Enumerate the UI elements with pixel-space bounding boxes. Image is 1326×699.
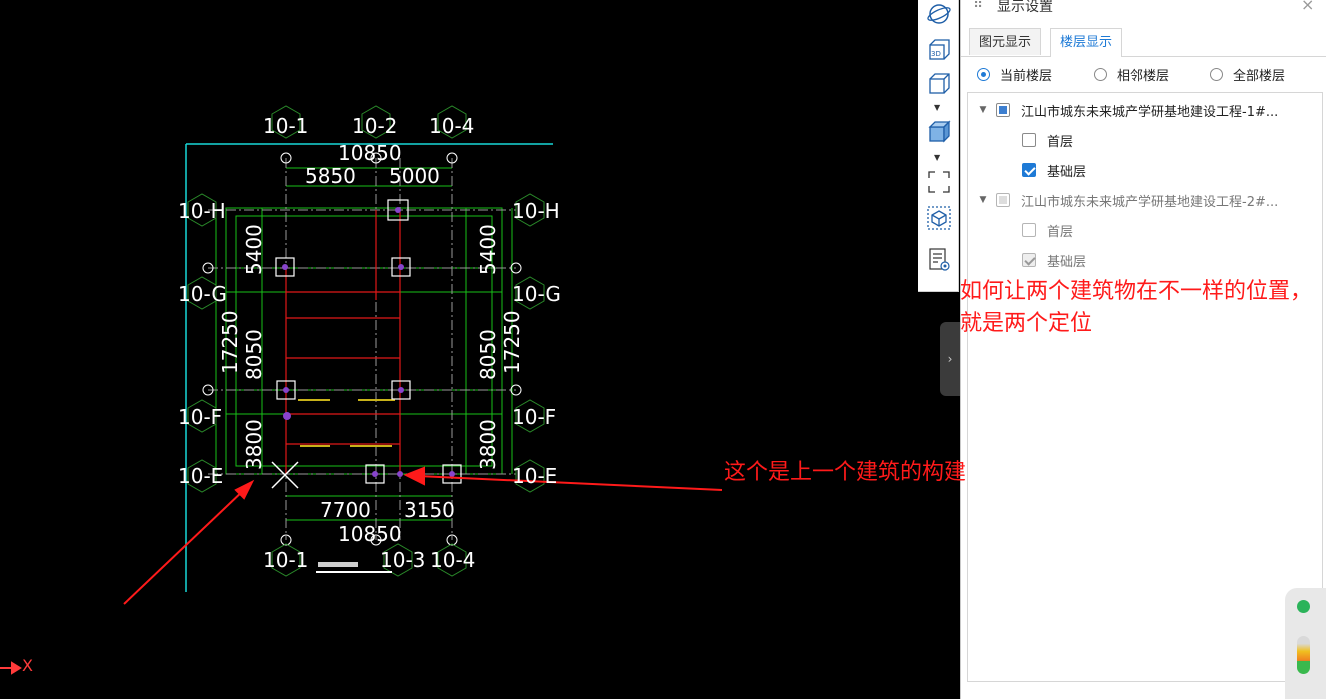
radio-label: 全部楼层 [1233,68,1286,84]
radio-button[interactable] [1210,67,1223,81]
radio-current-floor[interactable]: 当前楼层 [977,64,1052,84]
dim-bottom-b: 3150 [404,498,455,522]
axis-top-1: 10-1 [263,114,308,138]
dim-bottom-a: 7700 [320,498,371,522]
drag-handle-icon[interactable]: ⠿ [973,0,983,12]
status-widget[interactable] [1285,588,1326,699]
origin-axis-x [0,661,22,675]
view-3d-icon[interactable]: 3D [926,38,952,62]
checkbox[interactable] [1022,133,1036,147]
checkbox[interactable] [1022,223,1036,237]
radio-button[interactable] [1094,67,1107,81]
axis-hexagons [187,105,545,577]
status-dot-icon [1297,600,1310,613]
radio-all-floors[interactable]: 全部楼层 [1210,64,1285,84]
axis-top-3: 10-4 [429,114,474,138]
tab-element-display[interactable]: 图元显示 [969,28,1042,55]
dim-top-a: 5850 [305,164,356,188]
checkbox[interactable] [996,103,1010,117]
component-cube-icon[interactable] [926,206,952,230]
tree-floor-foundation-2[interactable]: 基础层 [1022,249,1086,271]
axis-right-2: 10-G [512,282,561,306]
dim-left-b: 8050 [242,329,266,380]
axis-bubbles [202,152,522,546]
panel-collapse-handle[interactable]: › [940,322,960,396]
box-view-icon[interactable] [926,72,952,96]
dim-left-c: 3800 [242,419,266,470]
cyan-boundary [185,143,553,592]
dim-right-c: 3800 [476,419,500,470]
radio-adjacent-floor[interactable]: 相邻楼层 [1094,64,1169,84]
fit-view-icon[interactable] [926,170,952,194]
tree-label: 首层 [1047,134,1074,150]
insertion-point-cross [271,461,299,489]
radio-label: 当前楼层 [1000,68,1053,84]
checkbox[interactable] [996,193,1010,207]
dim-right-b: 8050 [476,329,500,380]
dimension-labels: 10850 5850 5000 7700 3150 10850 5400 805… [218,141,524,546]
tree-floor-first-2[interactable]: 首层 [1022,219,1073,241]
drawing-label-bar [316,562,392,573]
dim-left-total: 17250 [218,310,242,374]
axis-right-3: 10-F [512,405,556,429]
checkbox[interactable] [1022,163,1036,177]
panel-tabs: 图元显示 楼层显示 [961,26,1326,57]
red-arrows [123,466,723,605]
radio-button[interactable] [977,67,990,81]
tree-label: 江山市城东未来城产学研基地建设工程-2#... [1021,194,1279,210]
expand-arrow-icon[interactable]: ▼ [979,195,987,205]
axis-left-4: 10-E [178,464,223,488]
dim-top-b: 5000 [389,164,440,188]
tree-floor-foundation-1[interactable]: 基础层 [1022,159,1086,181]
cad-canvas[interactable]: 10-1 10-2 10-4 10-1 10-3 10-4 10-H 10-G … [0,0,960,699]
columns [275,199,462,484]
view-toolbar: 3D ▼ ▼ [918,0,959,292]
axis-bottom-2: 10-3 [380,548,425,572]
chevron-down-icon[interactable]: ▼ [934,103,941,112]
tree-label: 基础层 [1047,254,1087,270]
checkbox[interactable] [1022,253,1036,267]
dim-right-total: 17250 [500,310,524,374]
axis-right-4: 10-E [512,464,557,488]
floor-tree: ▼ 江山市城东未来城产学研基地建设工程-1#... 首层 基础层 ▼ 江山市城东… [967,92,1323,682]
display-settings-icon[interactable] [926,248,952,272]
x-axis-label: X [22,656,33,675]
column-markers [282,207,455,477]
display-settings-panel: ⠿ 显示设置 × 图元显示 楼层显示 当前楼层 相邻楼层 全部楼层 ▼ 江山市城… [960,0,1326,699]
close-icon[interactable]: × [1301,0,1315,14]
annotation-note-previous-building: 这个是上一个建筑的构建 [724,460,967,485]
radio-label: 相邻楼层 [1117,68,1170,84]
axis-left-3: 10-F [178,405,222,429]
axis-bottom-1: 10-1 [263,548,308,572]
cube-solid-icon[interactable] [926,120,952,144]
orbit-icon[interactable] [926,2,952,26]
tree-floor-first-1[interactable]: 首层 [1022,129,1073,151]
dim-right-a: 5400 [476,224,500,275]
chevron-down-icon[interactable]: ▼ [934,153,941,162]
axis-left-1: 10-H [178,199,226,223]
tab-floor-display[interactable]: 楼层显示 [1050,28,1123,57]
dim-bottom-total: 10850 [338,522,402,546]
tree-label: 首层 [1047,224,1074,240]
yellow-strips [298,399,395,447]
tree-label: 江山市城东未来城产学研基地建设工程-1#... [1021,104,1279,120]
axis-top-2: 10-2 [352,114,397,138]
chevron-right-icon: › [947,352,953,366]
performance-meter-icon [1297,636,1310,674]
axis-labels: 10-1 10-2 10-4 10-1 10-3 10-4 10-H 10-G … [178,114,561,572]
expand-arrow-icon[interactable]: ▼ [979,105,987,115]
tree-building-2[interactable]: ▼ 江山市城东未来城产学研基地建设工程-2#... [978,189,1278,211]
red-beams [285,210,401,474]
panel-header: ⠿ 显示设置 × [961,0,1326,22]
svg-text:3D: 3D [931,50,941,58]
dim-top-total: 10850 [338,141,402,165]
panel-title: 显示设置 [997,0,1053,15]
tree-label: 基础层 [1047,164,1087,180]
axis-left-2: 10-G [178,282,227,306]
dim-left-a: 5400 [242,224,266,275]
axis-bottom-3: 10-4 [430,548,475,572]
axis-right-1: 10-H [512,199,560,223]
annotation-note-positioning: 如何让两个建筑物在不一样的位置，就是两个定位 [960,279,1313,336]
tree-building-1[interactable]: ▼ 江山市城东未来城产学研基地建设工程-1#... [978,99,1278,121]
